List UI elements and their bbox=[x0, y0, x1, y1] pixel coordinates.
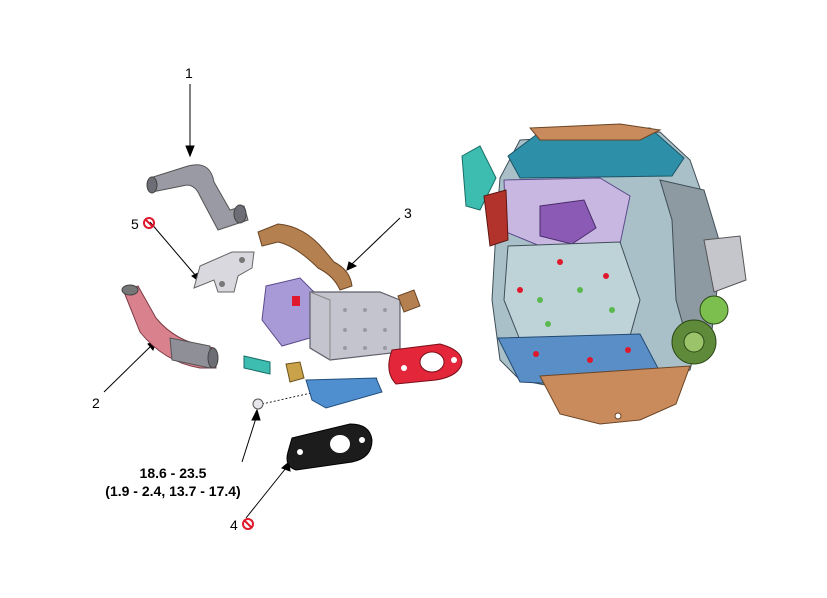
callout-2: 2 bbox=[92, 395, 100, 411]
leader-1-arrowhead bbox=[185, 145, 195, 158]
torque-value-alt-units: (1.9 - 2.4, 13.7 - 17.4) bbox=[105, 483, 241, 499]
callout-4: 4 bbox=[230, 517, 238, 533]
engine-block-illustration bbox=[461, 123, 747, 425]
part-3-egr-cooler bbox=[243, 223, 463, 410]
leader-lines bbox=[103, 84, 401, 519]
part-5-bracket bbox=[193, 251, 255, 293]
callout-1: 1 bbox=[185, 65, 193, 81]
torque-value-nm: 18.6 - 23.5 bbox=[139, 465, 207, 481]
leader-bolt bbox=[241, 417, 257, 463]
callout-5: 5 bbox=[131, 216, 139, 232]
torque-spec: 18.6 - 23.5 (1.9 - 2.4, 13.7 - 17.4) bbox=[88, 464, 258, 500]
bolt-symbol bbox=[252, 398, 264, 410]
no-reuse-icon bbox=[143, 217, 155, 229]
leader-2 bbox=[103, 344, 153, 393]
no-reuse-icon bbox=[242, 518, 254, 530]
callout-3: 3 bbox=[404, 205, 412, 221]
part-2-egr-pipe-bellows bbox=[121, 284, 219, 369]
leader-3 bbox=[351, 217, 401, 265]
leader-4 bbox=[245, 467, 287, 519]
leader-5 bbox=[149, 221, 197, 277]
part-4-gasket bbox=[286, 423, 373, 471]
leader-3-arrowhead bbox=[346, 261, 358, 271]
part-1-egr-pipe bbox=[146, 164, 249, 231]
leader-bolt-arrowhead bbox=[251, 408, 261, 421]
